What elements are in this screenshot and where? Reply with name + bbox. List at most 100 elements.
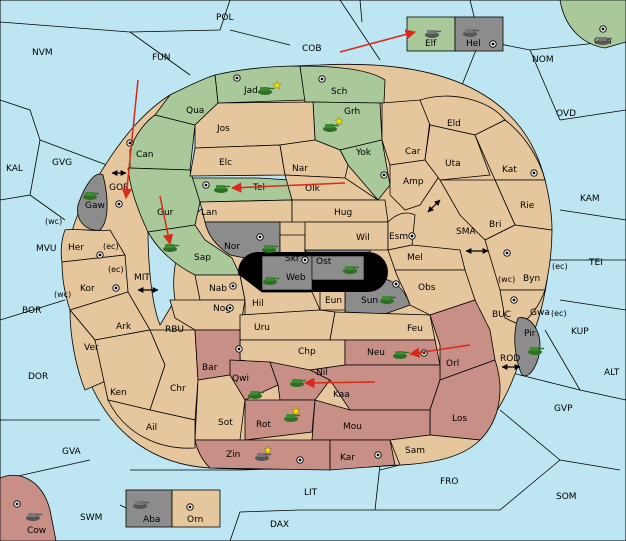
order-arrow xyxy=(121,79,139,200)
province-ver[interactable] xyxy=(69,308,109,391)
supply-center xyxy=(96,251,104,259)
label-kup: KUP xyxy=(571,327,589,337)
label-aba: Aba xyxy=(143,515,160,525)
label-pir: Pir xyxy=(524,329,536,339)
land-labels: Elf Hel Con Jad Sch Qua Jos Grh Can Eld … xyxy=(27,37,612,536)
label-gva: GVA xyxy=(62,447,82,457)
province-pir[interactable] xyxy=(514,317,541,377)
province-gaw[interactable] xyxy=(77,173,108,231)
province-esm[interactable] xyxy=(387,212,416,251)
label-kat: Kat xyxy=(502,165,517,175)
supply-center xyxy=(202,181,210,189)
label-chp: Chp xyxy=(298,347,316,357)
supply-center xyxy=(408,232,416,240)
supply-center xyxy=(256,233,264,241)
label-grh: Grh xyxy=(344,107,360,117)
label-ken: Ken xyxy=(110,388,127,398)
label-los: Los xyxy=(452,414,467,424)
label-swm: SWM xyxy=(80,513,102,523)
label-amp: Amp xyxy=(403,177,424,187)
supply-center xyxy=(374,451,382,459)
supply-center xyxy=(503,249,511,257)
label-buc: BUC xyxy=(492,310,511,320)
order-arrow xyxy=(230,182,346,193)
label-byn-ec: (ec) xyxy=(552,262,568,271)
label-chr: Chr xyxy=(170,384,186,394)
supply-center xyxy=(530,169,538,177)
label-obs: Obs xyxy=(418,283,436,293)
label-uru: Uru xyxy=(254,323,270,333)
province-sot[interactable] xyxy=(194,374,246,441)
province-elc[interactable] xyxy=(189,144,286,177)
connection-arrow xyxy=(427,199,441,213)
order-arrow xyxy=(159,195,174,246)
label-kor-wc: (wc) xyxy=(54,290,71,299)
label-qua: Qua xyxy=(186,106,204,116)
province-jos[interactable] xyxy=(194,101,316,149)
label-ovd: OVD xyxy=(556,109,576,119)
province-cow[interactable] xyxy=(0,474,57,541)
province-con[interactable] xyxy=(559,0,626,49)
label-car: Car xyxy=(405,147,421,157)
province-kar[interactable] xyxy=(329,439,396,471)
supply-center xyxy=(229,282,237,290)
province-mel[interactable] xyxy=(387,244,466,271)
label-sam: Sam xyxy=(405,446,425,456)
supply-center xyxy=(420,349,428,357)
label-lan: Lan xyxy=(201,208,217,218)
order-arrow xyxy=(339,29,417,53)
supply-center xyxy=(510,296,518,304)
label-byn: Byn xyxy=(523,274,540,284)
label-dax: DAX xyxy=(270,520,289,530)
label-web: Web xyxy=(286,273,306,283)
label-gor: GOR xyxy=(109,183,129,193)
label-skr: Skr xyxy=(285,254,300,264)
label-eun: Eun xyxy=(325,296,342,306)
sea-connections xyxy=(111,170,521,370)
supply-center xyxy=(296,456,304,464)
label-nil: Nil xyxy=(316,368,328,378)
label-pol: POL xyxy=(216,13,234,23)
label-rbu: RBU xyxy=(165,325,184,335)
label-rot: Rot xyxy=(256,420,271,430)
move-orders xyxy=(121,29,471,389)
supply-center xyxy=(301,256,309,264)
label-sun: Sun xyxy=(361,296,378,306)
label-mit: MIT xyxy=(134,273,150,283)
label-rod: ROD xyxy=(500,354,520,364)
label-uta: Uta xyxy=(445,159,461,169)
label-nvm: NVM xyxy=(32,48,53,58)
label-sch: Sch xyxy=(331,87,347,97)
label-gvg: GVG xyxy=(52,158,72,168)
label-orn: Orn xyxy=(187,515,203,525)
province-sam[interactable] xyxy=(389,434,481,466)
supply-center xyxy=(392,280,400,288)
province-sch[interactable] xyxy=(299,65,386,104)
province-orn[interactable] xyxy=(171,489,221,528)
label-zin: Zin xyxy=(226,450,240,460)
supply-center xyxy=(235,345,243,353)
label-hug: Hug xyxy=(334,208,352,218)
label-kor: Kor xyxy=(80,284,95,294)
label-her: Her xyxy=(68,243,84,253)
label-alt: ALT xyxy=(604,368,620,378)
label-can: Can xyxy=(136,150,154,160)
label-orl: Orl xyxy=(446,359,459,369)
label-dor: DOR xyxy=(28,372,48,382)
label-hel: Hel xyxy=(466,39,481,49)
province-uta[interactable] xyxy=(424,124,491,181)
label-yok: Yok xyxy=(355,148,372,158)
province-wil[interactable] xyxy=(304,221,389,251)
province-gur[interactable] xyxy=(127,167,201,233)
label-fro: FRO xyxy=(440,477,459,487)
label-nor: Nor xyxy=(224,242,240,252)
label-gaw: Gaw xyxy=(85,201,105,211)
label-hil: Hil xyxy=(252,299,264,309)
supply-center xyxy=(186,503,194,511)
supply-center xyxy=(318,75,326,83)
label-ost: Ost xyxy=(316,257,332,267)
label-gwa-ec: (ec) xyxy=(551,309,567,318)
label-neu: Neu xyxy=(367,348,385,358)
label-mvu: MVU xyxy=(36,244,57,254)
